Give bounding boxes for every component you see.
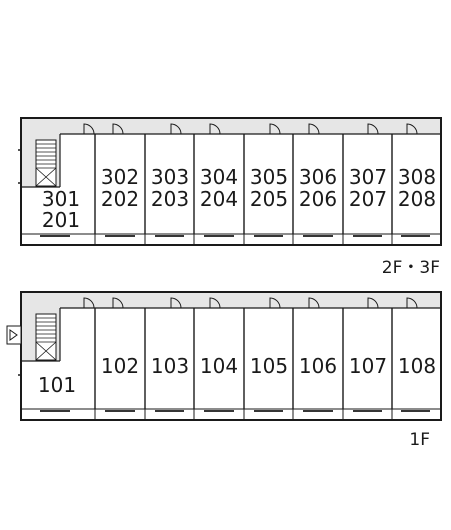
door-icon [406,123,418,135]
door-icon [170,297,182,309]
door-icon [83,123,95,135]
upper-staircase [35,139,57,187]
unit-label: 101 [38,373,76,397]
floor-plan-upper: 301 201 302 202 303 203 304 204 305 205 … [18,117,442,278]
unit-label: 102 [101,354,139,378]
unit-label: 108 [398,354,436,378]
door-icon [209,123,221,135]
door-icon [406,297,418,309]
door-icon [269,123,281,135]
unit-label: 207 [349,187,387,211]
unit-label: 208 [398,187,436,211]
entrance-icon [6,325,22,345]
unit-label: 202 [101,187,139,211]
ground-partitions [94,308,393,409]
floor-plan-ground: 101 102 103 104 105 106 107 108 1F [6,291,442,450]
unit-label: 307 [349,165,387,189]
unit-label: 305 [250,165,288,189]
unit-label: 206 [299,187,337,211]
unit-label: 205 [250,187,288,211]
ground-corridor [22,293,440,308]
unit-label: 301 [42,187,80,211]
unit-label: 302 [101,165,139,189]
unit-label: 104 [200,354,238,378]
floor-caption-ground: 1F [409,430,430,450]
upper-corridor [22,119,440,134]
door-icon [83,297,95,309]
unit-label: 203 [151,187,189,211]
door-icon [367,297,379,309]
unit-label: 308 [398,165,436,189]
upper-doors [83,123,418,135]
ground-balcony-dividers [94,409,393,419]
door-icon [170,123,182,135]
floor-caption-upper: 2F・3F [382,258,440,278]
door-icon [308,123,320,135]
ground-staircase [35,313,57,361]
unit-label: 201 [42,208,80,232]
door-icon [308,297,320,309]
unit-label: 106 [299,354,337,378]
unit-label: 306 [299,165,337,189]
upper-balcony-dividers [94,234,393,244]
unit-label: 303 [151,165,189,189]
ground-outer-wall [20,291,442,421]
upper-partitions [94,134,393,234]
door-icon [209,297,221,309]
unit-label: 103 [151,354,189,378]
upper-outer-wall [20,117,442,246]
door-icon [367,123,379,135]
unit-label: 107 [349,354,387,378]
unit-label: 304 [200,165,238,189]
unit-label: 105 [250,354,288,378]
ground-doors [83,297,418,309]
unit-label: 204 [200,187,238,211]
door-icon [269,297,281,309]
door-icon [112,297,124,309]
door-icon [112,123,124,135]
